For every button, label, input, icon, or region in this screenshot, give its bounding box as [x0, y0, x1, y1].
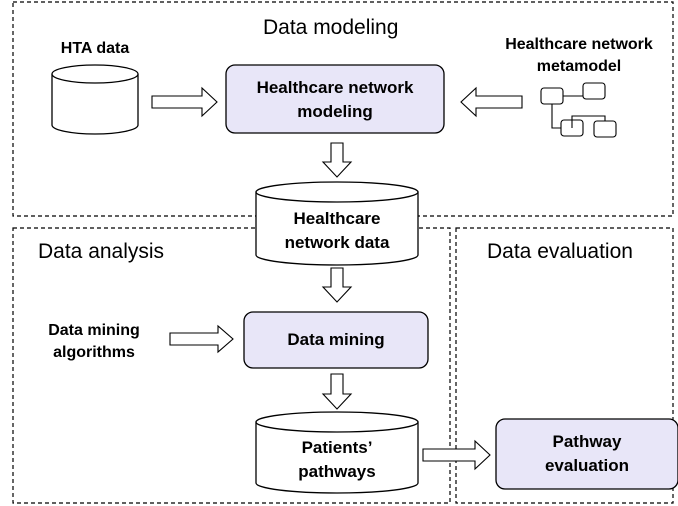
- metamodel-label-line1: Healthcare network: [505, 36, 653, 53]
- network-modeling-box: [225, 64, 445, 134]
- network-data-store: [255, 181, 419, 266]
- hta-data-store: [51, 64, 139, 135]
- arrow-network-data-to-mining: [321, 267, 353, 303]
- network-data-label-line2: network data: [284, 233, 390, 252]
- network-data-label: Healthcare network data: [256, 207, 418, 255]
- hta-data-label: HTA data: [60, 40, 130, 57]
- flow-arrows: [151, 86, 523, 471]
- algorithms-label-line2: algorithms: [53, 344, 135, 361]
- pathways-label-line2: pathways: [298, 462, 376, 481]
- pathway-evaluation-box: [495, 418, 678, 490]
- algorithms-label-line1: Data mining: [48, 322, 140, 339]
- arrow-algorithms-to-mining: [169, 324, 234, 354]
- metamodel-label: Healthcare network metamodel: [484, 34, 674, 78]
- arrow-hta-to-modeling: [151, 86, 218, 118]
- pathway-evaluation-label: Pathway evaluation: [496, 430, 678, 478]
- network-modeling-label-line2: modeling: [297, 102, 373, 121]
- data-mining-label: Data mining: [287, 330, 385, 349]
- pathway-evaluation-label-line1: Pathway: [552, 432, 622, 451]
- data-evaluation-border: [455, 227, 674, 504]
- section-title-modeling: Data modeling: [263, 16, 399, 39]
- pathways-store: [255, 411, 419, 494]
- pathways-label: Patients’ pathways: [256, 436, 418, 484]
- network-modeling-label-line1: Healthcare network: [256, 78, 414, 97]
- arrow-modeling-to-network-data: [321, 142, 353, 178]
- pathway-evaluation-label-line2: evaluation: [544, 456, 630, 475]
- metamodel-icon: [540, 82, 617, 138]
- arrow-metamodel-to-modeling: [460, 86, 523, 118]
- arrow-pathways-to-evaluation: [422, 439, 491, 471]
- pathways-label-line1: Patients’: [301, 438, 373, 457]
- algorithms-label: Data mining algorithms: [28, 320, 160, 364]
- section-title-evaluation: Data evaluation: [487, 240, 633, 263]
- arrow-mining-to-pathways: [321, 373, 353, 410]
- network-data-label-line1: Healthcare: [293, 209, 381, 228]
- data-mining-box: [243, 311, 429, 369]
- section-title-analysis: Data analysis: [38, 240, 165, 263]
- data-analysis-border: [12, 227, 451, 504]
- network-modeling-label: Healthcare network modeling: [226, 76, 444, 124]
- metamodel-label-line2: metamodel: [536, 58, 622, 75]
